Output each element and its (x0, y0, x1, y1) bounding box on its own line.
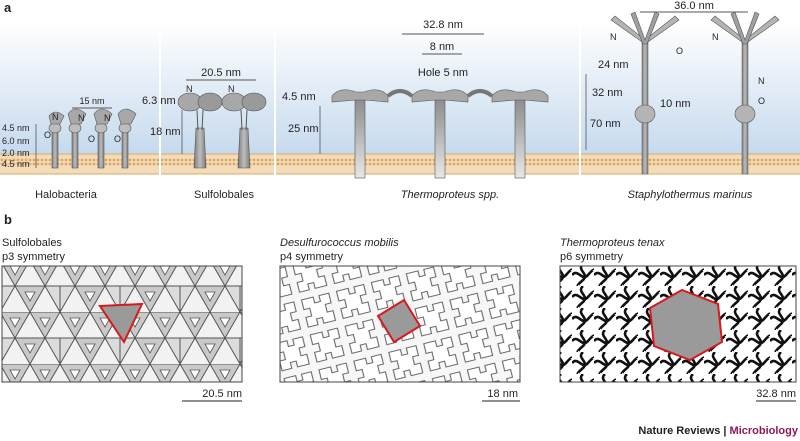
footer-credit: Nature Reviews | Microbiology (638, 425, 798, 437)
staph-o-label: O (676, 46, 683, 56)
halo-dim-2: 6.0 nm (2, 136, 30, 146)
sulfo-head-label: 6.3 nm (142, 95, 176, 107)
halo-o-label: O (44, 130, 51, 140)
halo-o-label: O (88, 134, 95, 144)
staph-knob-label: 10 nm (660, 98, 691, 110)
sulfo-stalk-label: 18 nm (150, 126, 181, 138)
sulfo-n-label: N (228, 84, 235, 94)
staph-upper-label: 32 nm (592, 87, 623, 99)
tile-1-symmetry: p3 symmetry (2, 251, 65, 263)
halo-o-label: O (114, 134, 121, 144)
footer-section: Microbiology (730, 425, 799, 437)
staph-width-label: 36.0 nm (674, 0, 714, 12)
thermo-head-label: 4.5 nm (282, 91, 316, 103)
tile-2-unit-cell (376, 298, 422, 344)
halo-n-label: N (104, 113, 111, 123)
group-label-halobacteria: Halobacteria (35, 189, 98, 201)
tile-3-title: Thermoproteus tenax (560, 237, 665, 249)
periplasm-background (0, 22, 800, 154)
staph-o-label: O (758, 96, 765, 106)
halo-dim-1: 4.5 nm (2, 123, 30, 133)
group-label-thermoproteus: Thermoproteus spp. (401, 189, 499, 201)
staph-n-label: N (758, 76, 765, 86)
halo-dim-4: 4.5 nm (2, 159, 30, 169)
thermoproteus-proteins (331, 89, 549, 179)
tile-2-scale: 18 nm (487, 388, 518, 400)
halo-n-label: N (78, 113, 85, 123)
staph-lower-label: 70 nm (590, 118, 621, 130)
tile-2-symmetry: p4 symmetry (280, 251, 343, 263)
halo-width-label: 15 nm (79, 96, 104, 106)
staph-arm-label: 24 nm (598, 59, 629, 71)
tile-1-title: Sulfolobales (2, 237, 62, 249)
tile-3-scale: 32.8 nm (756, 388, 796, 400)
staphylothermus-proteins (610, 11, 780, 175)
thermo-hole-label: Hole 5 nm (418, 67, 468, 79)
panel-b-letter: b (4, 212, 12, 227)
group-label-sulfolobales: Sulfolobales (194, 189, 254, 201)
footer-separator: | (720, 425, 729, 437)
sulfolobales-proteins (177, 92, 267, 169)
tile-3-unit-cell (648, 288, 724, 362)
sulfo-width-label: 20.5 nm (201, 67, 241, 79)
tile-2-title: Desulfurococcus mobilis (280, 237, 399, 249)
halobacteria-proteins (48, 108, 137, 169)
halo-n-label: N (52, 112, 59, 122)
cell-membrane (0, 154, 800, 174)
staph-n-label: N (610, 32, 617, 42)
halo-dim-3: 2.0 nm (2, 148, 30, 158)
thermo-mid-label: 8 nm (430, 41, 454, 53)
footer-journal: Nature Reviews (638, 425, 720, 437)
thermo-width-label: 32.8 nm (423, 19, 463, 31)
tile-3-symmetry: p6 symmetry (560, 251, 623, 263)
thermo-stalk-label: 25 nm (288, 123, 319, 135)
group-label-staphylothermus: Staphylothermus marinus (628, 189, 753, 201)
staph-n-label: N (712, 32, 719, 42)
tile-1-scale: 20.5 nm (202, 388, 242, 400)
panel-a-letter: a (4, 0, 12, 15)
tile-1-unit-cell (98, 302, 144, 345)
sulfo-n-label: N (186, 84, 193, 94)
